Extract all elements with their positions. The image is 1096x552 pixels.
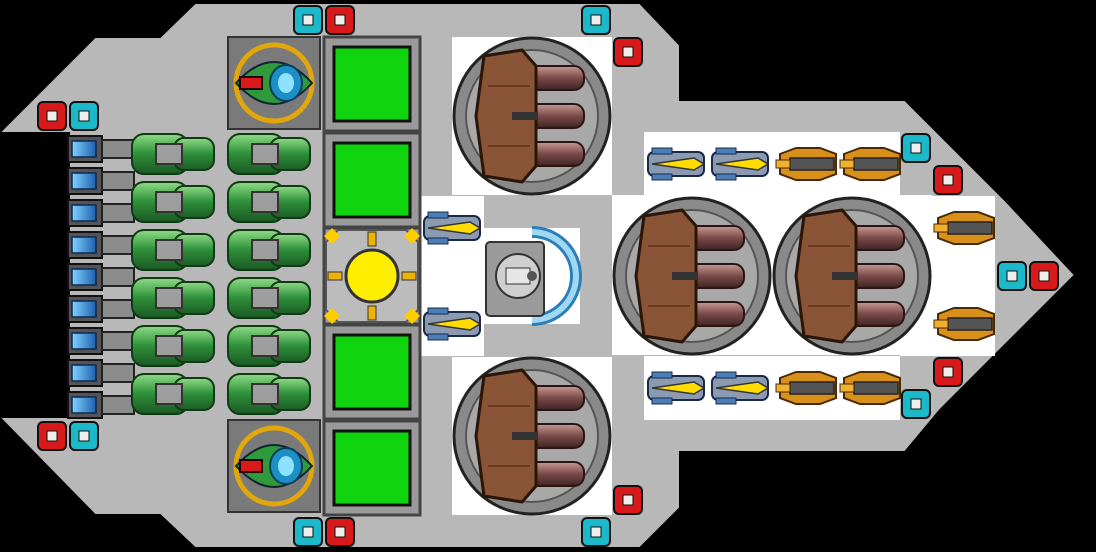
thruster bbox=[67, 231, 135, 259]
orange-cannon bbox=[839, 371, 901, 405]
gun-pods bbox=[423, 147, 770, 405]
pipe-segment bbox=[227, 325, 311, 367]
sensor-red bbox=[613, 37, 643, 67]
gun-pod bbox=[647, 371, 706, 405]
sensor-blue bbox=[293, 5, 323, 35]
thruster-bank bbox=[67, 135, 135, 419]
turret-mid-left bbox=[612, 196, 772, 356]
gun-pod bbox=[711, 371, 770, 405]
sensor-red bbox=[933, 165, 963, 195]
pipe-segment bbox=[131, 373, 215, 415]
gun-pod bbox=[647, 147, 706, 181]
orange-cannon bbox=[933, 211, 995, 245]
thruster bbox=[67, 263, 135, 291]
pipe-segment bbox=[227, 229, 311, 271]
pipe-segment bbox=[131, 325, 215, 367]
pipe-segment bbox=[131, 277, 215, 319]
orange-cannon bbox=[775, 147, 837, 181]
sensor-blue bbox=[901, 389, 931, 419]
orange-cannon bbox=[933, 307, 995, 341]
green-panel bbox=[322, 131, 422, 229]
sensor-blue bbox=[581, 517, 611, 547]
green-panels bbox=[322, 35, 422, 517]
sensor-blue bbox=[997, 261, 1027, 291]
sensor-blue bbox=[581, 5, 611, 35]
heavy-turrets bbox=[452, 36, 932, 516]
sensor-blue bbox=[69, 421, 99, 451]
sensor-red bbox=[613, 485, 643, 515]
sensor-red bbox=[933, 357, 963, 387]
pipe-segment bbox=[227, 373, 311, 415]
thruster bbox=[67, 167, 135, 195]
thruster bbox=[67, 295, 135, 323]
pipe-segment bbox=[227, 181, 311, 223]
sensor-red bbox=[325, 5, 355, 35]
thruster bbox=[67, 199, 135, 227]
gyroscope bbox=[485, 226, 582, 326]
turret-bottom bbox=[452, 356, 612, 516]
orange-cannon bbox=[775, 371, 837, 405]
pipe-segment bbox=[131, 133, 215, 175]
sensor-red bbox=[1029, 261, 1059, 291]
gun-pod bbox=[423, 211, 482, 245]
green-panel bbox=[322, 323, 422, 421]
sensor-blue bbox=[293, 517, 323, 547]
pipe-segment bbox=[131, 229, 215, 271]
orange-cannon bbox=[839, 147, 901, 181]
rear-notch bbox=[0, 132, 70, 418]
thruster bbox=[67, 359, 135, 387]
thruster bbox=[67, 391, 135, 419]
sensor-red bbox=[37, 421, 67, 451]
sensor-red bbox=[325, 517, 355, 547]
turret-mid-right bbox=[772, 196, 932, 356]
reactor-core bbox=[322, 226, 422, 326]
green-panel bbox=[322, 419, 422, 517]
sensor-blue bbox=[69, 101, 99, 131]
thruster bbox=[67, 327, 135, 355]
sensor-blue bbox=[901, 133, 931, 163]
pipe-segment bbox=[227, 277, 311, 319]
gun-pod bbox=[711, 147, 770, 181]
pipe-segment bbox=[227, 133, 311, 175]
gun-pod bbox=[423, 307, 482, 341]
green-panel bbox=[322, 35, 422, 133]
orange-cannons bbox=[775, 147, 995, 405]
turret-top bbox=[452, 36, 612, 196]
cockpit-top bbox=[227, 36, 321, 130]
fuel-pipes bbox=[131, 133, 311, 415]
sensor-red bbox=[37, 101, 67, 131]
thruster bbox=[67, 135, 135, 163]
pipe-segment bbox=[131, 181, 215, 223]
sensor-nodes bbox=[37, 5, 1059, 547]
cockpit-bottom bbox=[227, 419, 321, 513]
